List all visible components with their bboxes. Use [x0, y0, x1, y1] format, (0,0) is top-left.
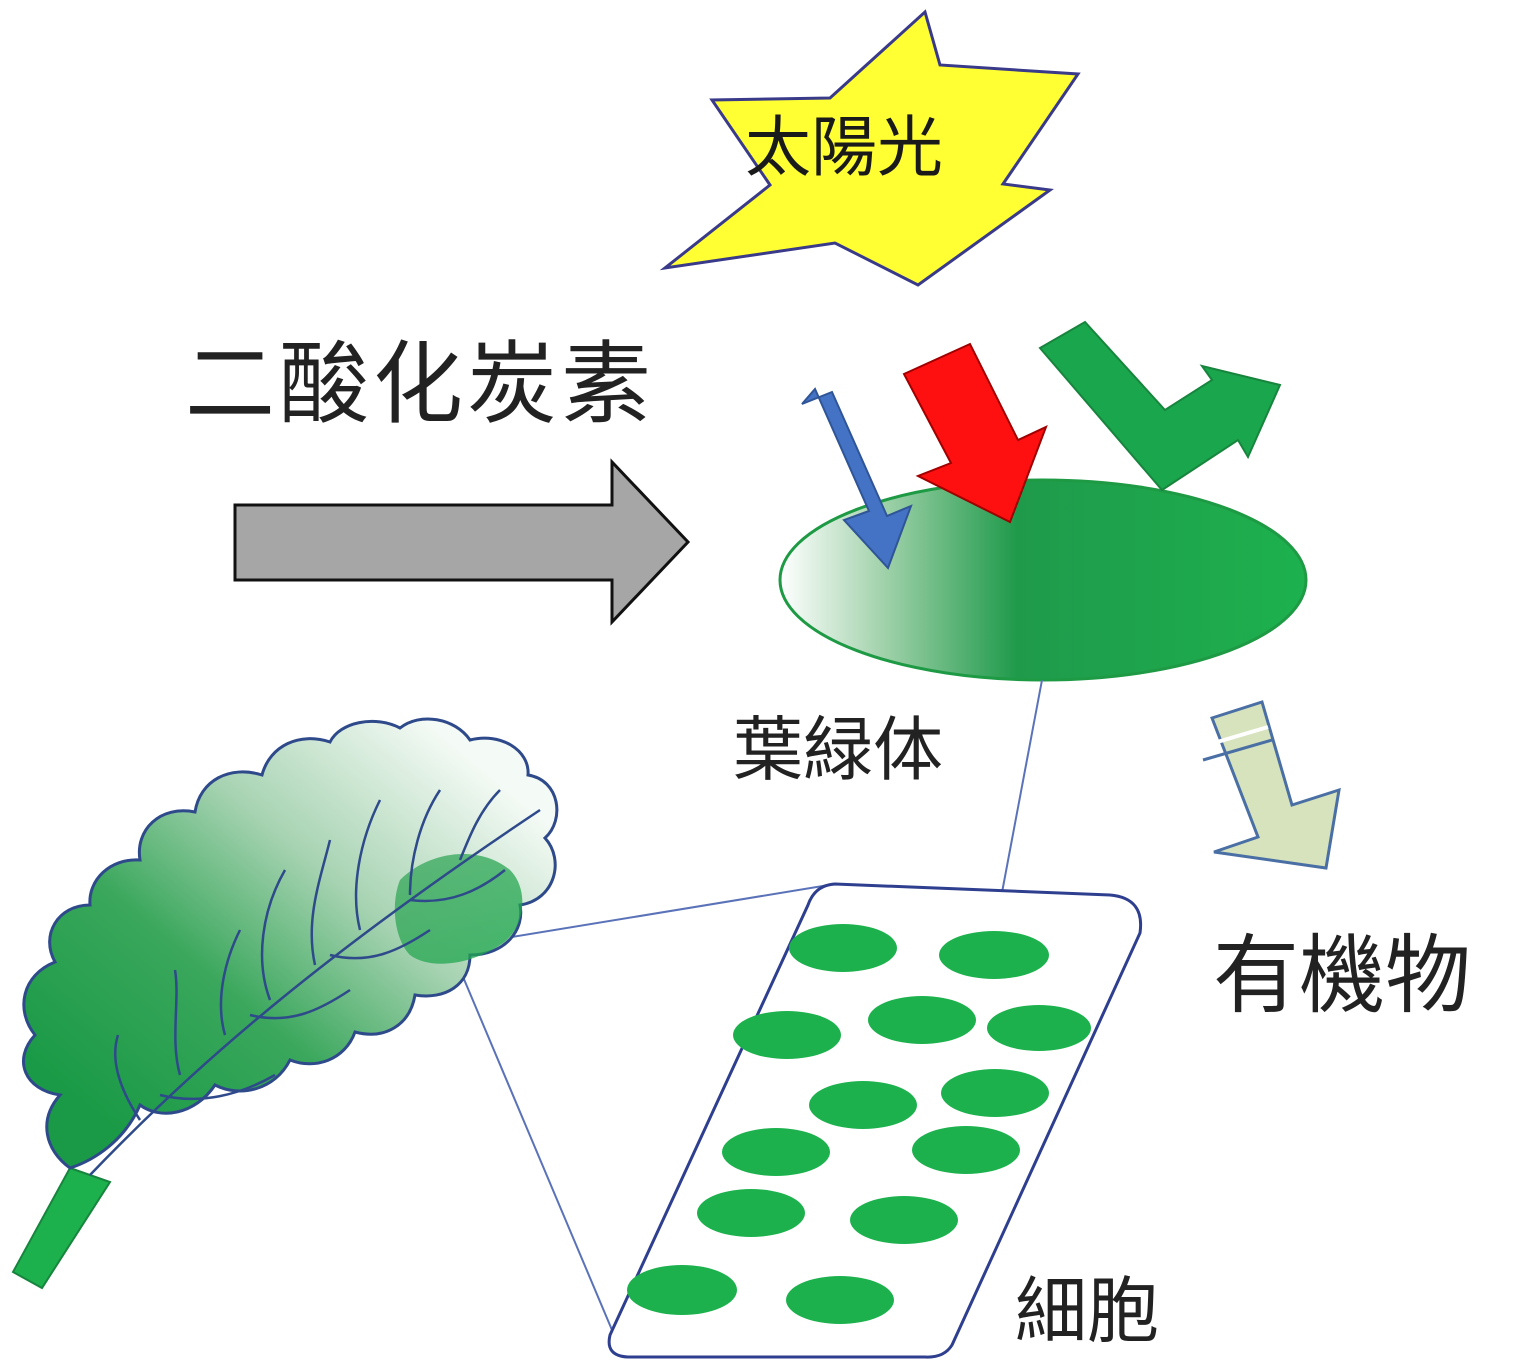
leaf-vein — [409, 869, 506, 903]
cell-chloroplast — [939, 931, 1049, 979]
co2-arrow — [233, 458, 691, 626]
cell-chloroplast — [786, 1276, 894, 1324]
cell-chloroplast — [789, 924, 897, 972]
cell-chloroplast — [627, 1265, 737, 1315]
cell-chloroplast — [987, 1005, 1091, 1051]
green-light-arrow — [1038, 320, 1282, 492]
cell-chloroplast — [912, 1126, 1020, 1174]
cell-chloroplast — [850, 1196, 958, 1244]
cell-chloroplast — [722, 1128, 830, 1176]
leaf-blade — [22, 717, 559, 1170]
leaf-vein — [310, 839, 332, 966]
leaf-vein — [249, 988, 351, 1020]
leaf-vein — [114, 1034, 142, 1121]
zoom-line — [457, 964, 613, 1331]
sunlight-label: 太陽光 — [745, 109, 943, 186]
cell-chloroplasts — [627, 924, 1091, 1324]
blue-light-arrow — [801, 387, 913, 570]
leaf-vein — [260, 869, 287, 1001]
organic-arrow-stripe — [1202, 738, 1273, 762]
red-light-arrow — [902, 342, 1048, 524]
organic-arrow — [1210, 700, 1341, 870]
leaf-midrib — [89, 808, 541, 1176]
leaf-vein — [159, 1073, 276, 1101]
sunlight-burst — [659, 9, 1081, 287]
organic-label: 有機物 — [1213, 926, 1471, 1026]
cell-chloroplast — [733, 1011, 841, 1059]
leaf-vein — [354, 799, 382, 931]
chloroplast-label: 葉緑体 — [733, 709, 943, 791]
leaf-veins — [89, 789, 541, 1176]
leaf-vein — [408, 789, 442, 896]
cell-chloroplast — [809, 1081, 917, 1129]
cell-chloroplast — [868, 996, 976, 1044]
co2-label: 二酸化炭素 — [185, 332, 655, 437]
chloroplast — [778, 478, 1308, 682]
cell-label: 細胞 — [1015, 1269, 1160, 1353]
leaf-vein — [329, 928, 431, 960]
leaf-vein — [219, 929, 242, 1036]
organic-arrow-stripe — [1196, 725, 1269, 750]
leaf-vein — [458, 789, 501, 861]
leaf-stem — [11, 1166, 112, 1290]
leaf-vein — [173, 969, 182, 1076]
cell-chloroplast — [697, 1189, 805, 1237]
cell-chloroplast — [941, 1069, 1049, 1117]
